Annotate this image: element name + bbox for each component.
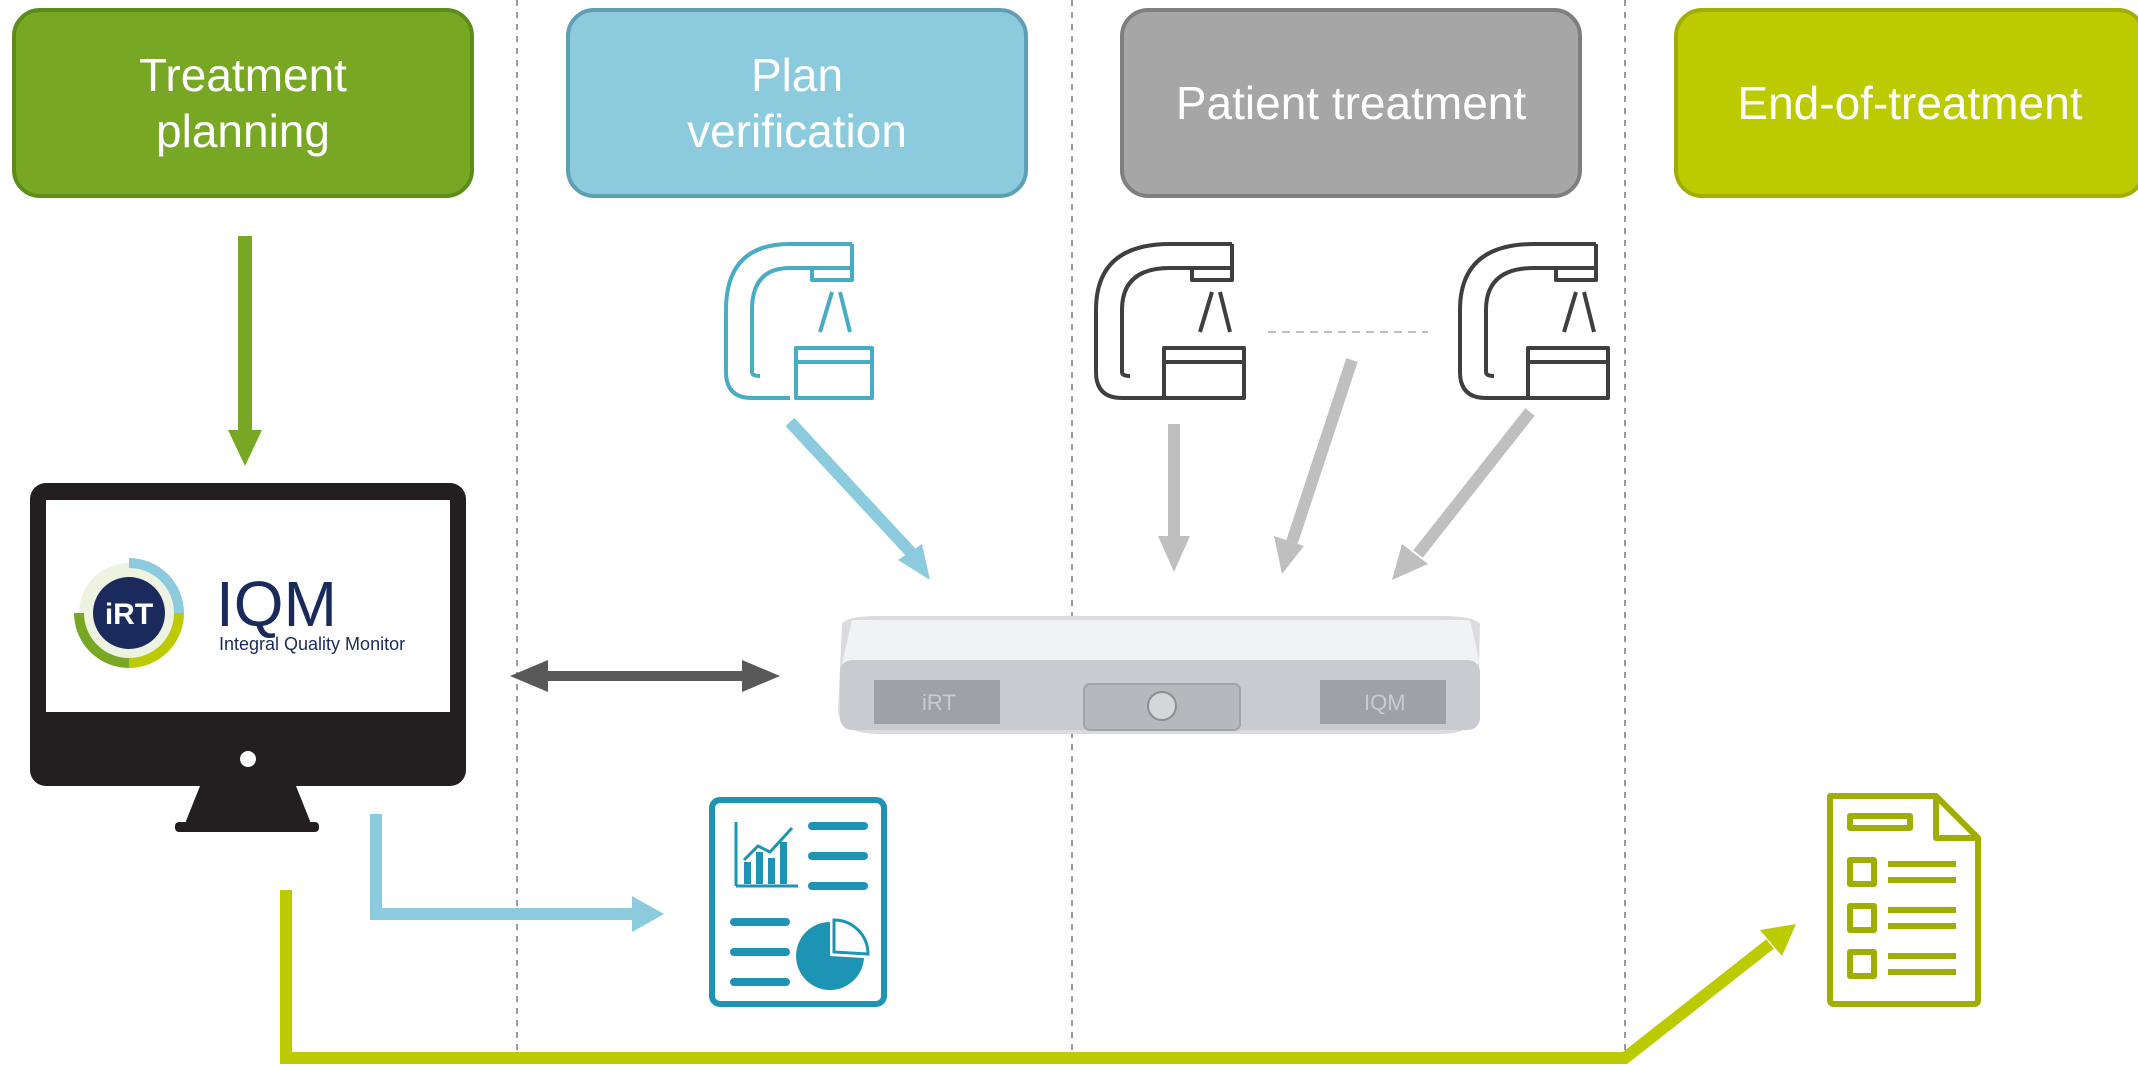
arrow-treatment-linac-1-to-device: [1158, 424, 1190, 572]
stage-end-of-treatment: End-of-treatment: [1674, 8, 2138, 198]
arrow-planning-to-monitor: [228, 236, 262, 466]
arrow-monitor-to-end-report: [280, 890, 1796, 1064]
irt-logo-icon: iRT: [74, 558, 184, 668]
product-name: IQM: [216, 568, 337, 640]
device-left-label: iRT: [922, 690, 956, 715]
product-subtitle: Integral Quality Monitor: [219, 634, 405, 654]
arrow-monitor-to-report: [370, 814, 664, 932]
iqm-device-icon: iRT IQM: [838, 616, 1480, 734]
arrow-treatment-middle-to-device: [1274, 358, 1358, 574]
column-dividers: [516, 0, 1626, 1066]
linac-icon-treatment-2: [1458, 242, 1610, 400]
arrow-treatment-linac-2-to-device: [1392, 408, 1535, 580]
linac-icon-treatment-1: [1094, 242, 1246, 400]
document-checklist-icon: [1827, 793, 1981, 1007]
stage-plan-verification: Plan verification: [566, 8, 1028, 198]
monitor-icon: [30, 483, 466, 832]
logo-badge-text: iRT: [105, 598, 153, 631]
stage-patient-treatment: Patient treatment: [1120, 8, 1582, 198]
linac-icon-verification: [724, 242, 874, 400]
device-right-label: IQM: [1364, 690, 1406, 715]
stage-treatment-planning: Treatment planning: [12, 8, 474, 198]
arrow-verification-linac-to-device: [785, 417, 930, 580]
report-chart-icon: [709, 797, 887, 1007]
arrow-monitor-device-bidirectional: [510, 660, 780, 692]
